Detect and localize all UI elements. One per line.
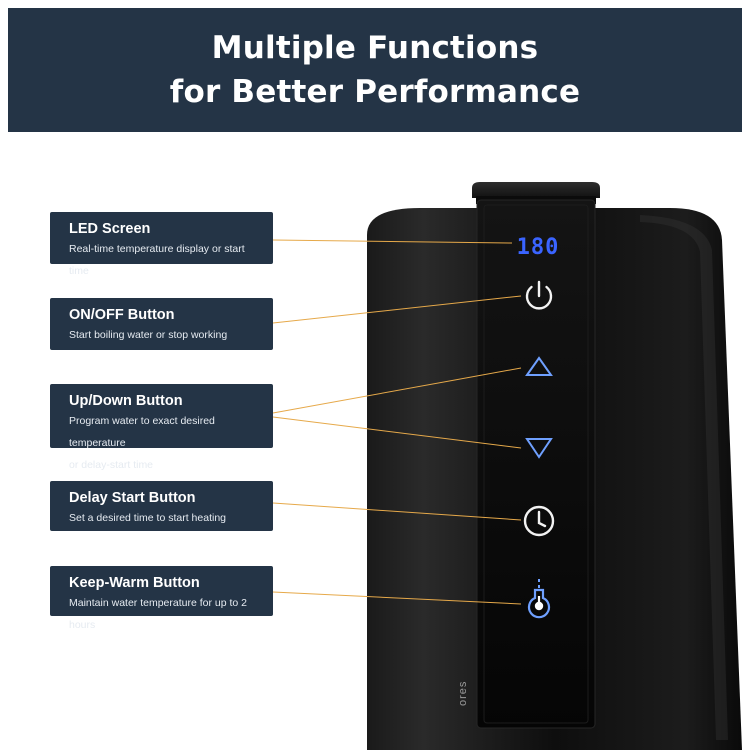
kettle-lid	[472, 182, 600, 198]
brand-fragment: ores	[457, 681, 469, 706]
callout-title: LED Screen	[69, 221, 151, 237]
callout-led-screen: LED Screen Real-time temperature display…	[50, 212, 273, 277]
callout-desc: Real-time temperature display or start t…	[69, 243, 245, 277]
callout-desc: Maintain water temperature for up to 2 h…	[69, 597, 248, 631]
callout-title: Delay Start Button	[69, 490, 196, 506]
callout-desc: Set a desired time to start heating	[69, 512, 227, 524]
leader-delay	[272, 502, 522, 521]
power-icon[interactable]	[525, 280, 553, 310]
leader-warm	[272, 591, 522, 605]
leader-power	[272, 295, 522, 324]
callout-delay-start-button: Delay Start Button Set a desired time to…	[50, 481, 273, 531]
banner-header: Multiple Functions for Better Performanc…	[8, 8, 742, 132]
control-panel	[476, 199, 596, 729]
callout-title: Keep-Warm Button	[69, 575, 200, 591]
clock-icon[interactable]	[523, 505, 555, 537]
kettle-body-highlight	[640, 215, 728, 740]
leader-down	[272, 416, 522, 449]
callout-up-down-button: Up/Down Button Program water to exact de…	[50, 384, 273, 471]
led-readout: 180	[517, 235, 560, 260]
leader-up	[272, 367, 522, 414]
callout-title: ON/OFF Button	[69, 307, 175, 323]
callout-desc: Start boiling water or stop working	[69, 329, 228, 341]
callout-keep-warm-button: Keep-Warm Button Maintain water temperat…	[50, 566, 273, 631]
callout-desc: or delay-start time	[69, 459, 154, 471]
triangle-down-icon[interactable]	[525, 438, 553, 459]
headline-line-2: for Better Performance	[169, 74, 581, 110]
leader-led	[272, 239, 513, 244]
callout-desc: Program water to exact desired temperatu…	[69, 415, 215, 449]
callout-on-off-button: ON/OFF Button Start boiling water or sto…	[50, 298, 273, 350]
thermometer-icon[interactable]	[527, 579, 551, 619]
leader-lines	[272, 239, 522, 605]
headline-line-1: Multiple Functions	[211, 30, 539, 66]
callout-title: Up/Down Button	[69, 393, 183, 409]
triangle-up-icon[interactable]	[525, 356, 553, 376]
